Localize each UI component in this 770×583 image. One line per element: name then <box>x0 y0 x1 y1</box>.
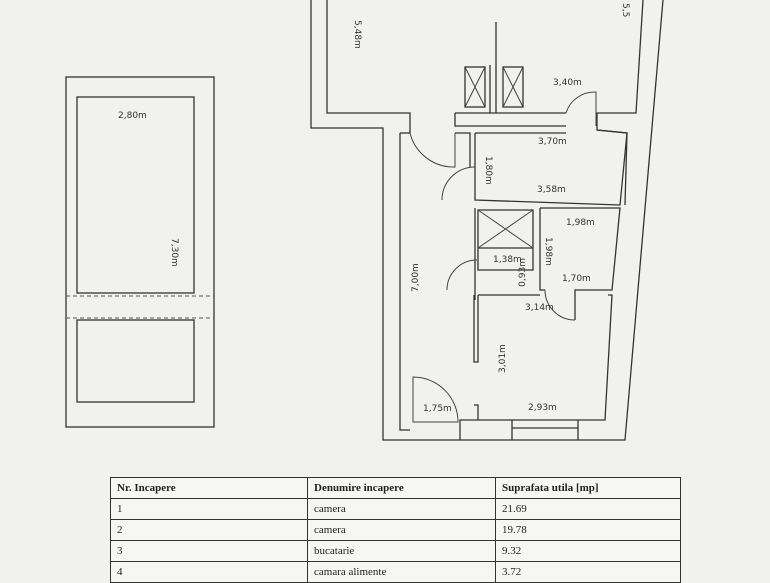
cell-room-name: camera <box>307 519 496 541</box>
dim-kitchen-width: 2,93m <box>528 403 557 413</box>
cell-room-name: camara alimente <box>307 561 496 583</box>
dimension-labels: 5,48m 5,5 3,40m 3,70m 1,80m 3,58m 1,98m … <box>118 3 630 414</box>
cell-area: 3.72 <box>495 561 681 583</box>
cell-room-number: 1 <box>110 498 308 520</box>
dim-pantry-height: 0,93m <box>518 258 528 287</box>
header-area: Suprafata utila [mp] <box>495 477 681 499</box>
cell-area: 19.78 <box>495 519 681 541</box>
cell-room-number: 2 <box>110 519 308 541</box>
dim-annex-width: 2,80m <box>118 111 147 121</box>
table-row: 1 camera 21.69 <box>110 498 681 520</box>
dim-room-width-bottom: 3,58m <box>537 185 566 195</box>
cell-room-name: camera <box>307 498 496 520</box>
dim-corridor: 7,00m <box>411 263 421 292</box>
apartment-walls <box>310 0 664 441</box>
dim-entry: 1,75m <box>423 404 452 414</box>
table-row: 2 camera 19.78 <box>110 519 681 541</box>
cell-room-name: bucatarie <box>307 540 496 562</box>
room-area-table: Nr. Incapere Denumire incapere Suprafata… <box>110 477 681 583</box>
table-row: 4 camara alimente 3.72 <box>110 561 681 583</box>
dim-bath-height: 1,98m <box>543 237 553 266</box>
cell-room-number: 3 <box>110 540 308 562</box>
annex-structure <box>65 76 215 428</box>
dim-top-left: 5,48m <box>352 20 362 49</box>
table-row: 3 bucatarie 9.32 <box>110 540 681 562</box>
dim-kitchen-top: 3,14m <box>525 303 554 313</box>
dim-bath-bottom: 1,70m <box>562 274 591 284</box>
dim-annex-height: 7,30m <box>169 238 179 267</box>
cell-area: 21.69 <box>495 498 681 520</box>
door-swings <box>409 91 597 423</box>
cell-room-number: 4 <box>110 561 308 583</box>
dim-room-width-top: 3,70m <box>538 137 567 147</box>
cell-area: 9.32 <box>495 540 681 562</box>
header-room-number: Nr. Incapere <box>110 477 308 499</box>
dim-room-height: 1,80m <box>483 156 493 185</box>
dim-bath-width: 1,98m <box>566 218 595 228</box>
dim-hall-top: 3,40m <box>553 78 582 88</box>
table-header-row: Nr. Incapere Denumire incapere Suprafata… <box>110 477 681 499</box>
dim-pantry-width: 1,38m <box>493 255 522 265</box>
dim-top-right: 5,5 <box>620 3 630 17</box>
dim-kitchen-height: 3,01m <box>498 344 508 373</box>
header-room-name: Denumire incapere <box>307 477 496 499</box>
